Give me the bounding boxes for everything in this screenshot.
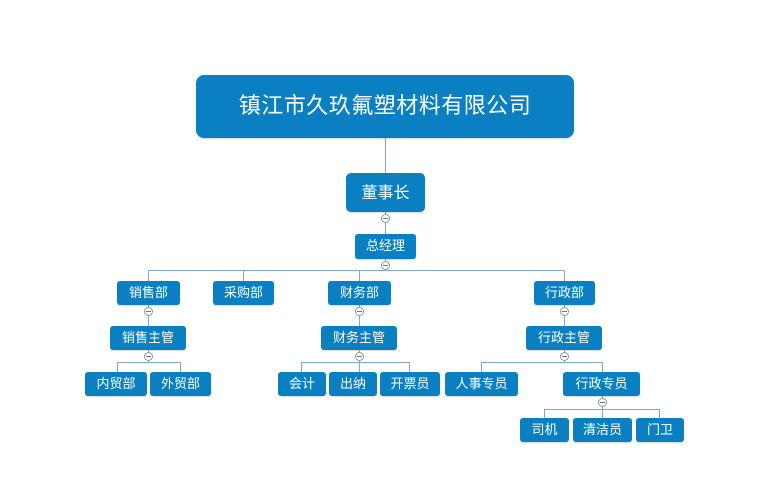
sales-dept-node[interactable]: 销售部 — [117, 281, 180, 305]
finance-dept-node[interactable]: 财务部 — [328, 281, 391, 305]
admin-specialist-node[interactable]: 行政专员 — [563, 372, 640, 396]
collapse-toggle-chairman[interactable] — [381, 214, 390, 223]
chairman-node[interactable]: 董事长 — [346, 173, 425, 212]
collapse-toggle-admin-specialist[interactable] — [598, 398, 607, 407]
hr-specialist-node[interactable]: 人事专员 — [445, 372, 518, 396]
invoicer-node[interactable]: 开票员 — [380, 372, 440, 396]
foreign-trade-node[interactable]: 外贸部 — [150, 372, 211, 396]
domestic-trade-node[interactable]: 内贸部 — [85, 372, 147, 396]
cleaner-node[interactable]: 清洁员 — [573, 418, 632, 442]
collapse-toggle-sales[interactable] — [144, 307, 153, 316]
collapse-toggle-finance[interactable] — [355, 307, 364, 316]
general-manager-node[interactable]: 总经理 — [355, 234, 416, 259]
collapse-toggle-admin-supervisor[interactable] — [560, 352, 569, 361]
collapse-toggle-admin[interactable] — [560, 307, 569, 316]
finance-supervisor-node[interactable]: 财务主管 — [321, 326, 397, 350]
cashier-node[interactable]: 出纳 — [329, 372, 377, 396]
guard-node[interactable]: 门卫 — [636, 418, 684, 442]
sales-supervisor-node[interactable]: 销售主管 — [110, 326, 186, 350]
collapse-toggle-finance-supervisor[interactable] — [355, 352, 364, 361]
driver-node[interactable]: 司机 — [520, 418, 569, 442]
company-node[interactable]: 镇江市久玖氟塑材料有限公司 — [196, 75, 574, 138]
purchasing-dept-node[interactable]: 采购部 — [213, 281, 274, 305]
admin-dept-node[interactable]: 行政部 — [534, 281, 595, 305]
admin-supervisor-node[interactable]: 行政主管 — [526, 326, 602, 350]
collapse-toggle-general-manager[interactable] — [381, 261, 390, 270]
collapse-toggle-sales-supervisor[interactable] — [144, 352, 153, 361]
accountant-node[interactable]: 会计 — [278, 372, 326, 396]
